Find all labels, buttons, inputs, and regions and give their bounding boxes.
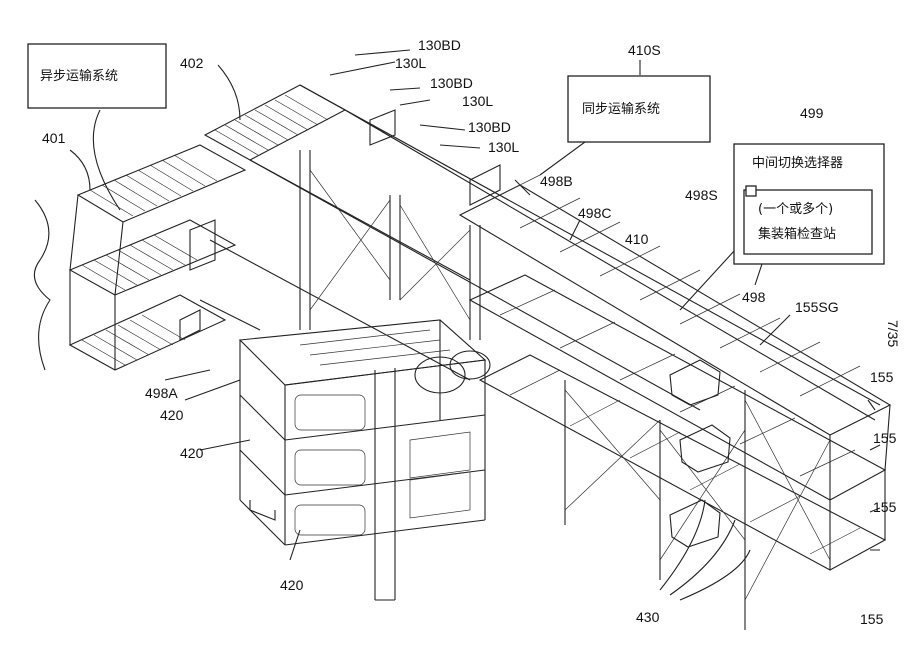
deck-402 bbox=[205, 85, 345, 160]
ref-401: 401 bbox=[42, 130, 66, 146]
ref-499: 499 bbox=[800, 105, 824, 121]
ref-420: 420 bbox=[180, 445, 204, 461]
ref-155: 155 bbox=[873, 430, 897, 446]
ref-498B: 498B bbox=[540, 173, 573, 189]
box-async: 异步运输系统 bbox=[28, 44, 166, 108]
ref-155: 155 bbox=[870, 369, 894, 385]
ref-130L: 130L bbox=[462, 93, 493, 109]
async-box-label: 异步运输系统 bbox=[40, 68, 118, 84]
ref-155: 155 bbox=[873, 499, 897, 515]
ref-155: 155 bbox=[860, 611, 884, 627]
containers-430 bbox=[180, 110, 730, 547]
ref-498A: 498A bbox=[145, 385, 178, 401]
ref-410: 410 bbox=[625, 231, 649, 247]
ref-130L: 130L bbox=[488, 139, 519, 155]
ref-420: 420 bbox=[160, 407, 184, 423]
deck-401-mid bbox=[70, 220, 235, 295]
inspection-station-box bbox=[744, 190, 872, 254]
ref-130BD: 130BD bbox=[430, 75, 473, 91]
ref-410S: 410S bbox=[628, 42, 661, 58]
sheet-number: 7/35 bbox=[885, 320, 901, 347]
ref-498: 498 bbox=[742, 289, 766, 305]
deck-401-low bbox=[70, 295, 225, 370]
ref-402: 402 bbox=[180, 55, 204, 71]
port-498S bbox=[746, 186, 756, 196]
box-sync: 同步运输系统 bbox=[568, 76, 710, 142]
station-line1: (一个或多个) bbox=[758, 201, 833, 217]
leader-lines bbox=[34, 50, 880, 600]
box-switch: 中间切换选择器 (一个或多个) 集装箱检查站 bbox=[734, 144, 884, 264]
sync-box-label: 同步运输系统 bbox=[582, 101, 660, 117]
switch-box-label: 中间切换选择器 bbox=[752, 156, 843, 171]
front-units-420 bbox=[240, 320, 490, 600]
ref-498C: 498C bbox=[578, 205, 611, 221]
ref-420: 420 bbox=[280, 577, 304, 593]
ref-130BD: 130BD bbox=[468, 119, 511, 135]
ref-430: 430 bbox=[636, 609, 660, 625]
ref-498S: 498S bbox=[685, 187, 718, 203]
ref-155SG: 155SG bbox=[795, 299, 839, 315]
deck-401-top bbox=[78, 145, 245, 222]
ref-130L: 130L bbox=[395, 55, 426, 71]
station-line2: 集装箱检查站 bbox=[758, 226, 836, 242]
ref-130BD: 130BD bbox=[418, 37, 461, 53]
